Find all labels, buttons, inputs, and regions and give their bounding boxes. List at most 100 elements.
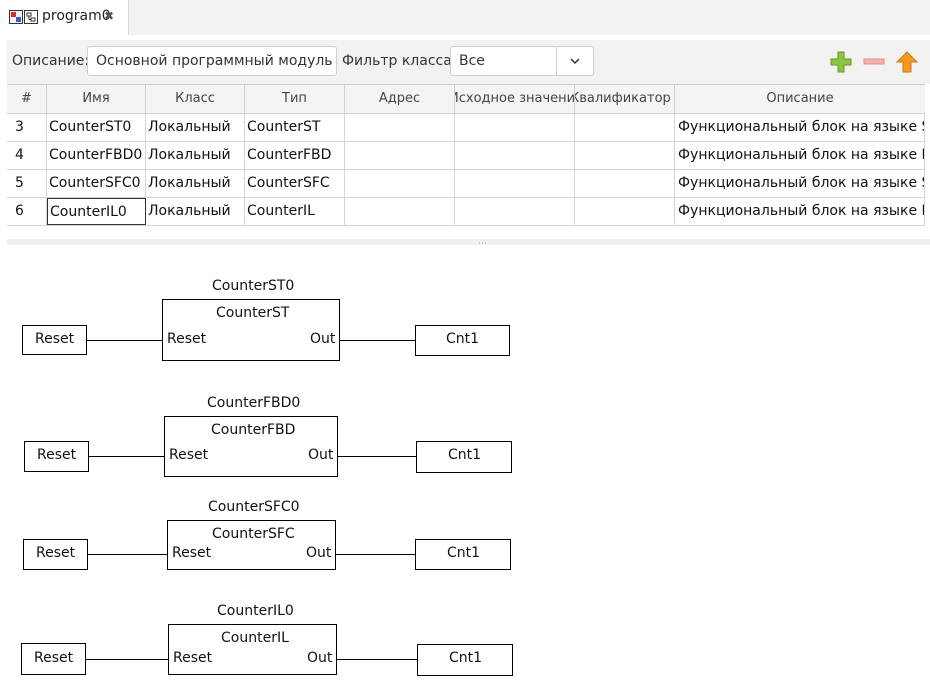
cell-name[interactable]: CounterFBD0 xyxy=(47,142,146,169)
block-output-pin: Out xyxy=(306,545,332,561)
block-output-pin: Out xyxy=(308,447,334,463)
block-instance-name: CounterST0 xyxy=(212,278,295,294)
cell-number: 6 xyxy=(7,198,47,225)
cell-name-selected[interactable]: CounterIL0 xyxy=(47,198,146,225)
tab-strip: program0 ✖ xyxy=(0,0,930,35)
function-block[interactable] xyxy=(162,299,340,361)
cell-type[interactable]: CounterIL xyxy=(245,198,345,225)
function-block[interactable] xyxy=(168,624,337,675)
table-header: # Имя Класс Тип Адрес Исходное значение … xyxy=(7,84,925,114)
cell-class[interactable]: Локальный xyxy=(146,170,245,197)
block-instance-name: CounterIL0 xyxy=(217,603,294,619)
arrow-up-icon[interactable] xyxy=(895,50,919,74)
cell-initial-value[interactable] xyxy=(455,170,575,197)
block-input-pin: Reset xyxy=(167,331,207,347)
block-output-pin: Out xyxy=(310,331,336,347)
cell-class[interactable]: Локальный xyxy=(146,198,245,225)
cell-address[interactable] xyxy=(345,114,455,141)
cell-initial-value[interactable] xyxy=(455,114,575,141)
description-value: Основной программный модуль xyxy=(96,53,333,69)
output-variable-box[interactable] xyxy=(415,325,510,356)
block-input-pin: Reset xyxy=(173,650,213,666)
program-icon xyxy=(9,10,38,24)
block-type-name: CounterST xyxy=(216,305,290,321)
input-variable-name: Reset xyxy=(35,331,75,347)
cell-class[interactable]: Локальный xyxy=(146,114,245,141)
cell-description[interactable]: Функциональный блок на языке ST xyxy=(675,114,925,141)
column-header[interactable]: Описание xyxy=(766,91,834,106)
block-type-name: CounterFBD xyxy=(211,422,296,438)
cell-qualifier[interactable] xyxy=(575,142,675,169)
input-variable-box[interactable] xyxy=(24,441,89,472)
input-variable-box[interactable] xyxy=(23,539,88,570)
cell-type[interactable]: CounterST xyxy=(245,114,345,141)
chevron-down-icon xyxy=(570,58,580,65)
column-header[interactable]: Исходное значение xyxy=(455,85,575,113)
table-row[interactable]: 4 CounterFBD0 Локальный CounterFBD Функц… xyxy=(7,142,925,170)
description-label: Описание: xyxy=(12,53,90,69)
output-variable-box[interactable] xyxy=(416,441,512,473)
cell-number: 5 xyxy=(7,170,47,197)
table-row[interactable]: 6 CounterIL0 Локальный CounterIL Функцио… xyxy=(7,198,925,226)
cell-number: 4 xyxy=(7,142,47,169)
splitter-handle[interactable]: ⋯ xyxy=(7,239,930,249)
block-output-pin: Out xyxy=(307,650,333,666)
grip-icon: ⋯ xyxy=(478,239,487,249)
cell-name[interactable]: CounterST0 xyxy=(47,114,146,141)
block-instance-name: CounterFBD0 xyxy=(207,395,301,411)
block-instance-name: CounterSFC0 xyxy=(208,499,300,515)
function-block[interactable] xyxy=(167,520,336,570)
output-variable-name: Cnt1 xyxy=(449,650,483,666)
cell-description[interactable]: Функциональный блок на языке IL xyxy=(675,198,925,225)
cell-class[interactable]: Локальный xyxy=(146,142,245,169)
column-header[interactable]: Адрес xyxy=(345,85,455,113)
cell-address[interactable] xyxy=(345,142,455,169)
cell-initial-value[interactable] xyxy=(455,142,575,169)
output-variable-name: Cnt1 xyxy=(448,447,482,463)
minus-icon[interactable] xyxy=(862,50,886,74)
block-input-pin: Reset xyxy=(169,447,209,463)
cell-address[interactable] xyxy=(345,170,455,197)
output-variable-box[interactable] xyxy=(417,644,513,676)
class-filter-label: Фильтр класса: xyxy=(342,53,457,69)
plus-icon[interactable] xyxy=(829,50,853,74)
column-header[interactable]: Квалификатор xyxy=(575,85,675,113)
tab-label: program0 xyxy=(42,8,111,24)
cell-qualifier[interactable] xyxy=(575,114,675,141)
class-filter-value: Все xyxy=(459,53,485,69)
output-variable-name: Cnt1 xyxy=(447,545,481,561)
diagram-wires xyxy=(21,299,513,676)
block-type-name: CounterIL xyxy=(221,630,289,646)
fbd-diagram: CounterST0 CounterST Reset Out Reset Cnt… xyxy=(0,245,930,686)
input-variable-name: Reset xyxy=(37,447,77,463)
block-type-name: CounterSFC xyxy=(212,526,295,542)
column-header[interactable]: # xyxy=(7,85,47,113)
cell-description[interactable]: Функциональный блок на языке SFC xyxy=(675,170,925,197)
cell-qualifier[interactable] xyxy=(575,198,675,225)
input-variable-name: Reset xyxy=(36,545,76,561)
class-filter-select[interactable]: Все xyxy=(450,46,594,76)
column-header[interactable]: Класс xyxy=(146,85,245,113)
description-input[interactable]: Основной программный модуль xyxy=(87,46,337,76)
table-row[interactable]: 3 CounterST0 Локальный CounterST Функцио… xyxy=(7,114,925,142)
input-variable-box[interactable] xyxy=(21,643,86,675)
column-header[interactable]: Имя xyxy=(47,85,146,113)
output-variable-box[interactable] xyxy=(415,539,511,570)
input-variable-name: Reset xyxy=(34,650,74,666)
cell-name[interactable]: CounterSFC0 xyxy=(47,170,146,197)
block-input-pin: Reset xyxy=(172,545,212,561)
cell-qualifier[interactable] xyxy=(575,170,675,197)
table-row[interactable]: 5 CounterSFC0 Локальный CounterSFC Функц… xyxy=(7,170,925,198)
close-icon[interactable]: ✖ xyxy=(104,9,115,23)
column-header[interactable]: Тип xyxy=(245,85,345,113)
input-variable-box[interactable] xyxy=(22,325,87,355)
cell-type[interactable]: CounterSFC xyxy=(245,170,345,197)
function-block[interactable] xyxy=(164,416,338,477)
cell-initial-value[interactable] xyxy=(455,198,575,225)
output-variable-name: Cnt1 xyxy=(446,331,480,347)
cell-description[interactable]: Функциональный блок на языке FBD xyxy=(675,142,925,169)
cell-number: 3 xyxy=(7,114,47,141)
tab-program0[interactable]: program0 ✖ xyxy=(0,0,129,35)
cell-type[interactable]: CounterFBD xyxy=(245,142,345,169)
cell-address[interactable] xyxy=(345,198,455,225)
